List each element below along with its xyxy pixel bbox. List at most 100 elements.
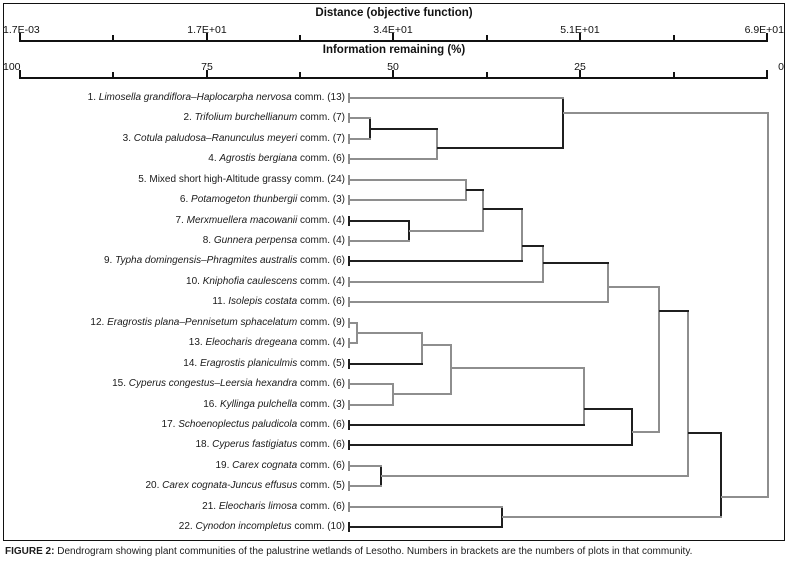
axis-minor-tick xyxy=(673,35,675,42)
distance-axis-title: Distance (objective function) xyxy=(315,7,473,19)
leaf-label: 2. Trifolium burchellianum comm. (7) xyxy=(183,112,345,123)
leaf-label: 6. Potamogeton thunbergii comm. (3) xyxy=(179,194,345,205)
leaf-label: 18. Cyperus fastigiatus comm. (6) xyxy=(195,439,345,450)
axis-tick-label: 3.4E+01 xyxy=(373,24,413,36)
axis-tick-label: 6.9E+01 xyxy=(744,24,784,36)
axis-tick-label: 5.1E+01 xyxy=(560,24,600,36)
axis-minor-tick xyxy=(112,72,114,79)
merge-link xyxy=(370,128,438,130)
axis-major-tick xyxy=(766,33,768,42)
axis-minor-tick xyxy=(112,35,114,42)
merge-vertical xyxy=(450,344,452,395)
merge-vertical xyxy=(767,112,769,498)
leaf-tick xyxy=(348,134,350,144)
leaf-label: 3. Cotula paludosa–Ranunculus meyeri com… xyxy=(122,133,345,144)
axis-minor-tick xyxy=(486,72,488,79)
leaf-line xyxy=(349,260,523,262)
leaf-label: 15. Cyperus congestus–Leersia hexandra c… xyxy=(112,378,345,389)
axis-major-tick xyxy=(19,70,21,79)
leaf-label: 16. Kyllinga pulchella comm. (3) xyxy=(203,399,345,410)
merge-link xyxy=(451,367,585,369)
leaf-line xyxy=(349,240,410,242)
leaf-line xyxy=(349,363,423,365)
merge-vertical xyxy=(720,432,722,518)
leaf-tick xyxy=(348,154,350,164)
caption-label: FIGURE 2: xyxy=(5,546,55,557)
leaf-line xyxy=(349,179,467,181)
merge-link xyxy=(502,516,722,518)
figure-border xyxy=(3,3,785,541)
axis-major-tick xyxy=(392,70,394,79)
leaf-line xyxy=(349,465,382,467)
leaf-tick xyxy=(348,297,350,307)
leaf-line xyxy=(349,322,358,324)
leaf-tick xyxy=(348,379,350,389)
axis-tick-label: 1.7E+01 xyxy=(187,24,227,36)
leaf-tick xyxy=(348,461,350,471)
leaf-tick xyxy=(348,93,350,103)
figure-caption: FIGURE 2: Dendrogram showing plant commu… xyxy=(5,546,785,557)
leaf-label: 11. Isolepis costata comm. (6) xyxy=(212,296,345,307)
merge-link xyxy=(357,332,423,334)
merge-vertical xyxy=(542,245,544,283)
axis-tick-label: 100 xyxy=(3,61,21,73)
caption-text: Dendrogram showing plant communities of … xyxy=(54,546,693,557)
axis-minor-tick xyxy=(299,35,301,42)
leaf-line xyxy=(349,404,394,406)
leaf-label: 10. Kniphofia caulescens comm. (4) xyxy=(186,276,345,287)
axis-minor-tick xyxy=(486,35,488,42)
axis-major-tick xyxy=(206,70,208,79)
leaf-line xyxy=(349,220,410,222)
merge-vertical xyxy=(521,208,523,262)
axis-major-tick xyxy=(19,33,21,42)
axis-tick-label: 25 xyxy=(574,61,586,73)
leaf-label: 7. Merxmuellera macowanii comm. (4) xyxy=(175,215,346,226)
axis-tick-label: 75 xyxy=(201,61,213,73)
leaf-tick xyxy=(348,481,350,491)
leaf-line xyxy=(349,526,503,528)
leaf-tick xyxy=(348,195,350,205)
leaf-tick xyxy=(348,440,350,450)
leaf-line xyxy=(349,281,544,283)
merge-vertical xyxy=(631,408,633,446)
merge-link xyxy=(563,112,769,114)
leaf-line xyxy=(349,199,467,201)
leaf-label: 21. Eleocharis limosa comm. (6) xyxy=(202,501,345,512)
information-axis-title: Information remaining (%) xyxy=(322,44,466,56)
leaf-line xyxy=(349,506,503,508)
leaf-label: 14. Eragrostis planiculmis comm. (5) xyxy=(183,358,345,369)
leaf-label: 22. Cynodon incompletus comm. (10) xyxy=(178,521,345,532)
axis-tick-label: 1.7E-03 xyxy=(3,24,40,36)
axis-tick-label: 50 xyxy=(387,61,399,73)
leaf-line xyxy=(349,301,609,303)
merge-link xyxy=(381,475,689,477)
merge-link xyxy=(688,432,722,434)
leaf-label: 9. Typha domingensis–Phragmites australi… xyxy=(103,255,345,266)
leaf-tick xyxy=(348,502,350,512)
axis-major-tick xyxy=(206,33,208,42)
axis-major-tick xyxy=(766,70,768,79)
axis-major-tick xyxy=(392,33,394,42)
leaf-label: 13. Eleocharis dregeana comm. (4) xyxy=(188,337,345,348)
axis-minor-tick xyxy=(673,72,675,79)
leaf-label: 19. Carex cognata comm. (6) xyxy=(215,460,345,471)
leaf-label: 1. Limosella grandiflora–Haplocarpha ner… xyxy=(87,92,345,103)
merge-link xyxy=(584,408,633,410)
leaf-label: 12. Eragrostis plana–Pennisetum sphacela… xyxy=(90,317,345,328)
leaf-label: 17. Schoenoplectus paludicola comm. (6) xyxy=(161,419,345,430)
leaf-tick xyxy=(348,522,350,532)
leaf-line xyxy=(349,485,382,487)
merge-link xyxy=(721,496,769,498)
axis-tick-label: 0 xyxy=(778,61,784,73)
leaf-line xyxy=(349,138,371,140)
leaf-label: 4. Agrostis bergiana comm. (6) xyxy=(208,153,345,164)
leaf-tick xyxy=(348,216,350,226)
merge-vertical xyxy=(421,332,423,365)
leaf-tick xyxy=(348,338,350,348)
merge-link xyxy=(466,189,484,191)
axis-minor-tick xyxy=(299,72,301,79)
merge-link xyxy=(437,147,564,149)
leaf-tick xyxy=(348,420,350,430)
merge-link xyxy=(422,344,452,346)
axis-major-tick xyxy=(579,70,581,79)
